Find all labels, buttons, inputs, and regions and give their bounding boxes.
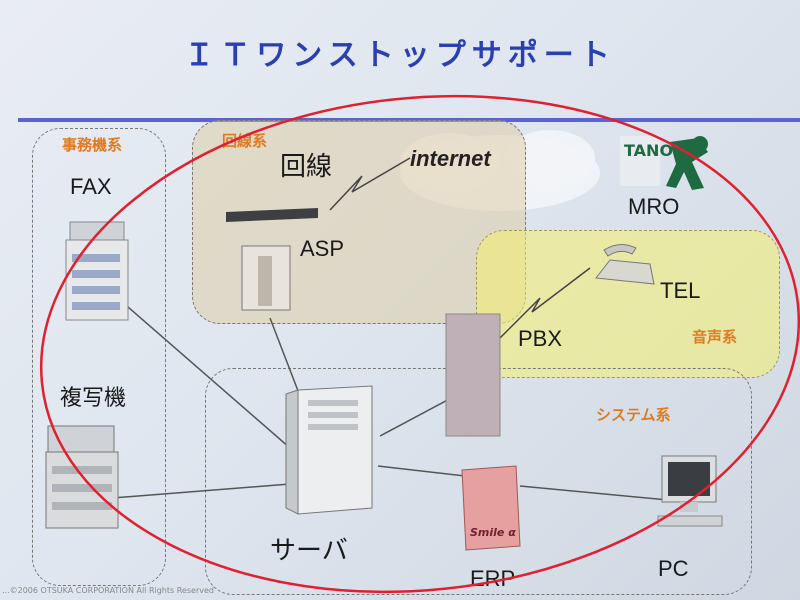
pc-label: PC [658,556,689,581]
mro-label: MRO [628,194,680,219]
telephone-icon [595,244,655,285]
fax-label: FAX [70,174,112,199]
asp-label: ASP [300,236,345,261]
server-label: サーバ [270,535,348,565]
line-group-label: 回線系 [222,132,268,150]
logo-text: TANO [624,141,673,160]
voice-group [476,230,780,378]
erp-software-box-icon: Smile α [461,465,521,551]
pbx-label: PBX [518,326,563,351]
voice-group-label: 音声系 [692,328,738,346]
copier-icon [45,425,119,529]
pc-icon [657,455,723,527]
office-group [32,128,166,586]
cloud-shape [400,130,600,211]
tel-label: TEL [660,278,701,303]
copyright-footer: ...©2006 OTSUKA CORPORATION All Rights R… [2,586,214,595]
system-group-label: システム系 [596,406,671,424]
office-group-label: 事務機系 [62,136,123,154]
server-icon [285,385,373,515]
kaisen-label: 回線 [280,151,333,181]
tano-logo-icon: TANO [620,136,708,190]
router-icon [226,208,318,222]
fax-machine-icon [65,221,129,321]
erp-box-text: Smile α [470,526,516,539]
asp-server-icon [241,245,291,311]
internet-label: internet [410,146,491,171]
pbx-cabinet-icon [445,313,501,437]
slide-title: ＩＴワンストップサポート [184,38,616,73]
copier-label: 複写機 [60,385,127,410]
